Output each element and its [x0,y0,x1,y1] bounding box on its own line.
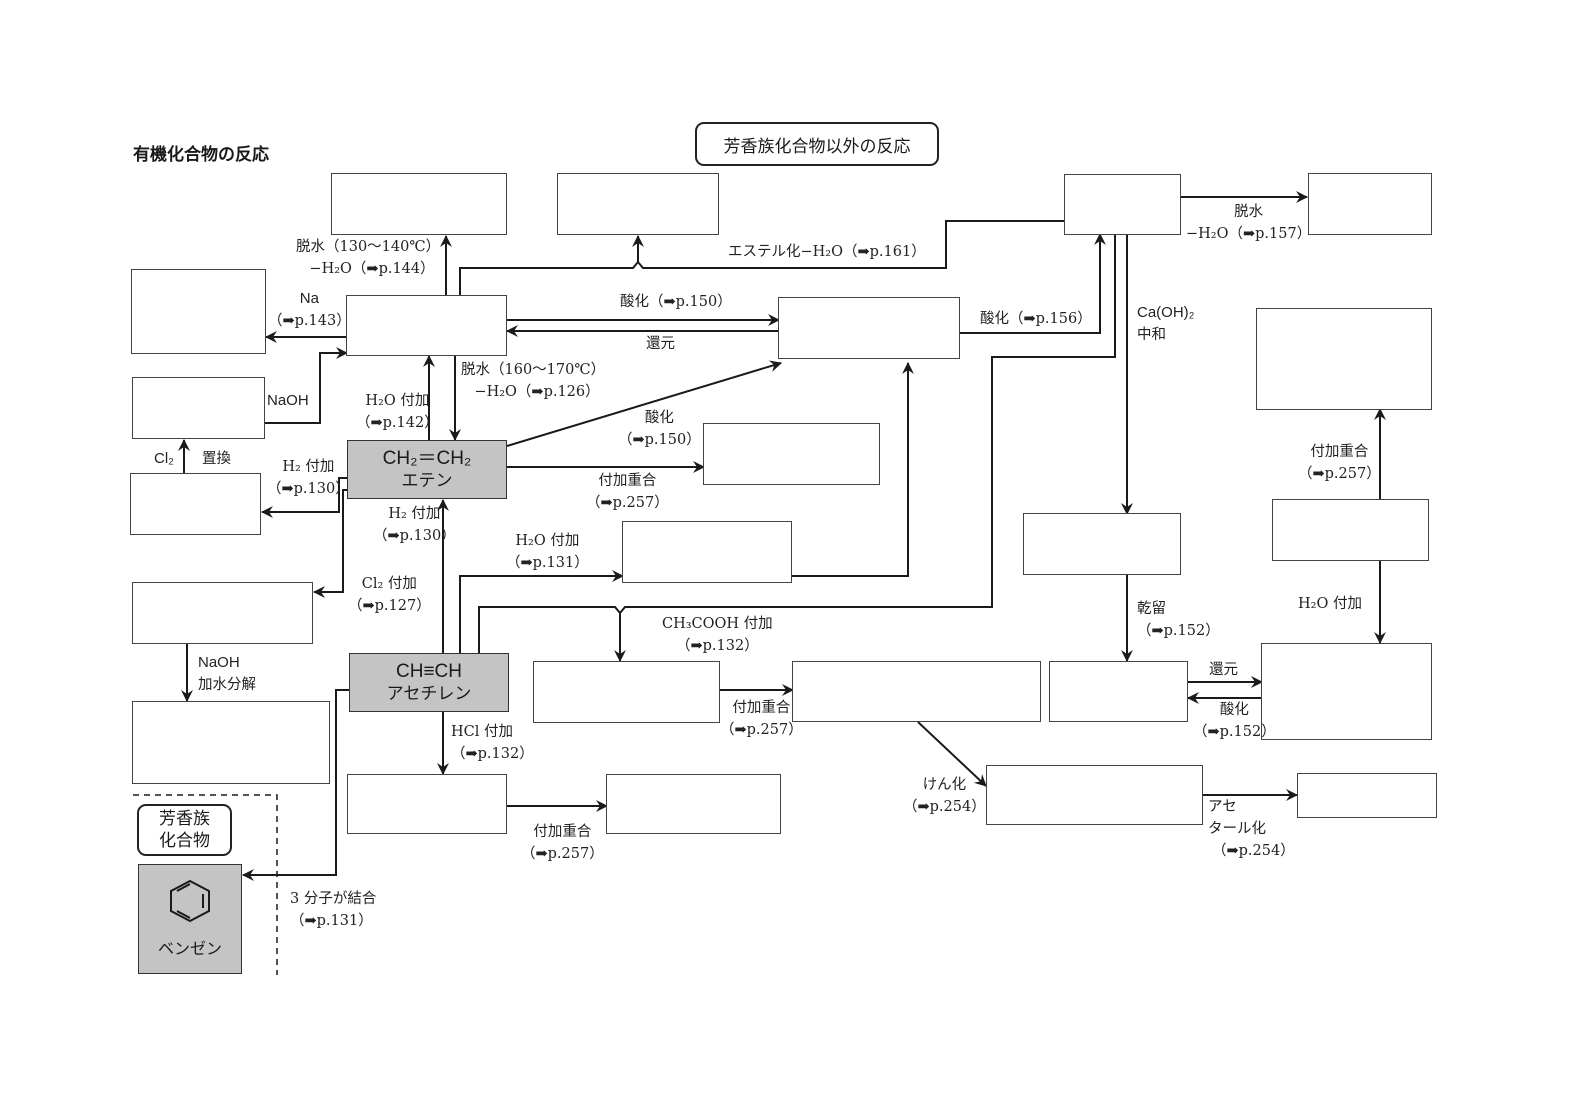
answer-box-acetic-anhydride[interactable] [1308,173,1432,235]
ethene-node: CH₂＝CH₂ エテン [347,440,507,499]
label-dehydrate-157: 脱水−H₂O（➡p.157） [1186,204,1312,242]
answer-box-vinyl-acetate[interactable] [533,661,720,723]
arrow-h2o-box-to-acetaldehyde [791,362,914,577]
label-oxidize-150-top: 酸化（➡p.150） [620,294,732,310]
arrow-acetaldehyde-oxidize [960,233,1106,334]
acetylene-formula: CH≡CH [396,660,462,682]
arrow-acetylene-to-benzene [242,689,349,881]
label-addpoly-right: 付加重合（➡p.257） [1298,444,1381,482]
label-saponify: けん化（➡p.254） [903,777,986,815]
arrow-ethene-to-ethane [261,477,347,518]
label-reduce-top: 還元 [646,336,675,352]
aromatic-section-divider [133,794,278,975]
label-naoh: NaOH [267,392,309,409]
label-addpoly-vinylchloride: 付加重合（➡p.257） [521,824,604,862]
label-dehydrate-160: 脱水（160〜170℃）−H₂O（➡p.126） [461,362,606,400]
answer-box-ethanol[interactable] [346,295,507,356]
acetylene-name: アセチレン [386,683,472,704]
arrow-acetylene-h2o [459,570,624,653]
label-trimerize: 3 分子が結合（➡p.131） [290,891,377,929]
arrow-naoh-to-ethanol [264,347,348,424]
answer-box-polypropylene[interactable] [1256,308,1432,410]
label-oxidize-150-diag: 酸化（➡p.150） [618,410,701,448]
benzene-ring-icon [170,879,210,923]
answer-box-ether[interactable] [331,173,507,235]
nonaromatic-section-heading: 芳香族化合物以外の反応 [695,122,939,166]
line-ch3cooh [478,234,1116,653]
label-oxidize-156: 酸化（➡p.156） [980,311,1092,327]
label-h2-add-ethene: H₂ 付加（➡p.130） [267,459,350,497]
label-na: Na（➡p.143） [268,290,351,329]
answer-box-acetaldehyde[interactable] [778,297,960,359]
label-addpoly-vinylacetate: 付加重合（➡p.257） [720,700,803,738]
ethene-name: エテン [401,470,453,491]
arrow-saponify [917,721,987,787]
acetylene-node: CH≡CH アセチレン [349,653,509,712]
label-h2-add-acetylene: H₂ 付加（➡p.130） [373,506,456,544]
label-dehydrate-130: 脱水（130〜140℃）−H₂O（➡p.144） [296,239,441,277]
line-ethanol-esterification [459,220,1065,295]
label-reduce-right: 還元 [1209,662,1238,678]
answer-box-ethane[interactable] [130,473,261,535]
label-hcl-add: HCl 付加（➡p.132） [451,724,534,762]
answer-box-vinyl-chloride[interactable] [347,774,507,834]
label-dry-distill: 乾留（➡p.152） [1137,601,1220,639]
label-cl2-add: Cl₂ 付加（➡p.127） [348,576,431,614]
page-title: 有機化合物の反応 [133,145,269,165]
answer-box-sodium-ethoxide[interactable] [131,269,266,354]
answer-box-vinyl-alcohol[interactable] [622,521,792,583]
label-h2o-add-acetylene: H₂O 付加（➡p.131） [506,533,589,571]
benzene-name: ベンゼン [157,939,222,958]
answer-box-polyvinyl-alcohol[interactable] [986,765,1203,825]
label-h2o-add-right: H₂O 付加 [1298,596,1362,612]
answer-box-ethyl-acetate[interactable] [557,173,719,235]
benzene-node: ベンゼン [138,864,242,974]
answer-box-acetic-acid[interactable] [1064,174,1181,235]
answer-box-polyvinyl-acetate[interactable] [792,661,1041,722]
answer-box-propene[interactable] [1272,499,1429,561]
aromatic-section-heading: 芳香族 化合物 [137,804,232,856]
answer-box-polyvinyl-chloride[interactable] [606,774,781,834]
answer-box-polyethylene[interactable] [703,423,880,485]
label-acetalize: アセタール化（➡p.254） [1208,799,1295,859]
label-h2o-add-ethene: H₂O 付加（➡p.142） [356,393,439,431]
arrow-ethene-oxidize [506,360,782,447]
label-ch3cooh-add: CH₃COOH 付加（➡p.132） [662,616,773,654]
label-oxidize-152: 酸化（➡p.152） [1193,702,1276,740]
answer-box-chloroethane[interactable] [132,377,265,439]
answer-box-acetone[interactable] [1049,661,1188,722]
answer-box-2-propanol[interactable] [1261,643,1432,740]
answer-box-vinylon[interactable] [1297,773,1437,818]
answer-box-calcium-acetate[interactable] [1023,513,1181,575]
label-esterify: エステル化−H₂O（➡p.161） [728,244,926,260]
label-addpoly-ethene: 付加重合（➡p.257） [586,473,669,511]
answer-box-ethylene-glycol[interactable] [132,701,330,784]
answer-box-dichloroethane[interactable] [132,582,313,644]
ethene-formula: CH₂＝CH₂ [382,447,472,469]
arrow-ethene-cl2 [313,489,347,598]
